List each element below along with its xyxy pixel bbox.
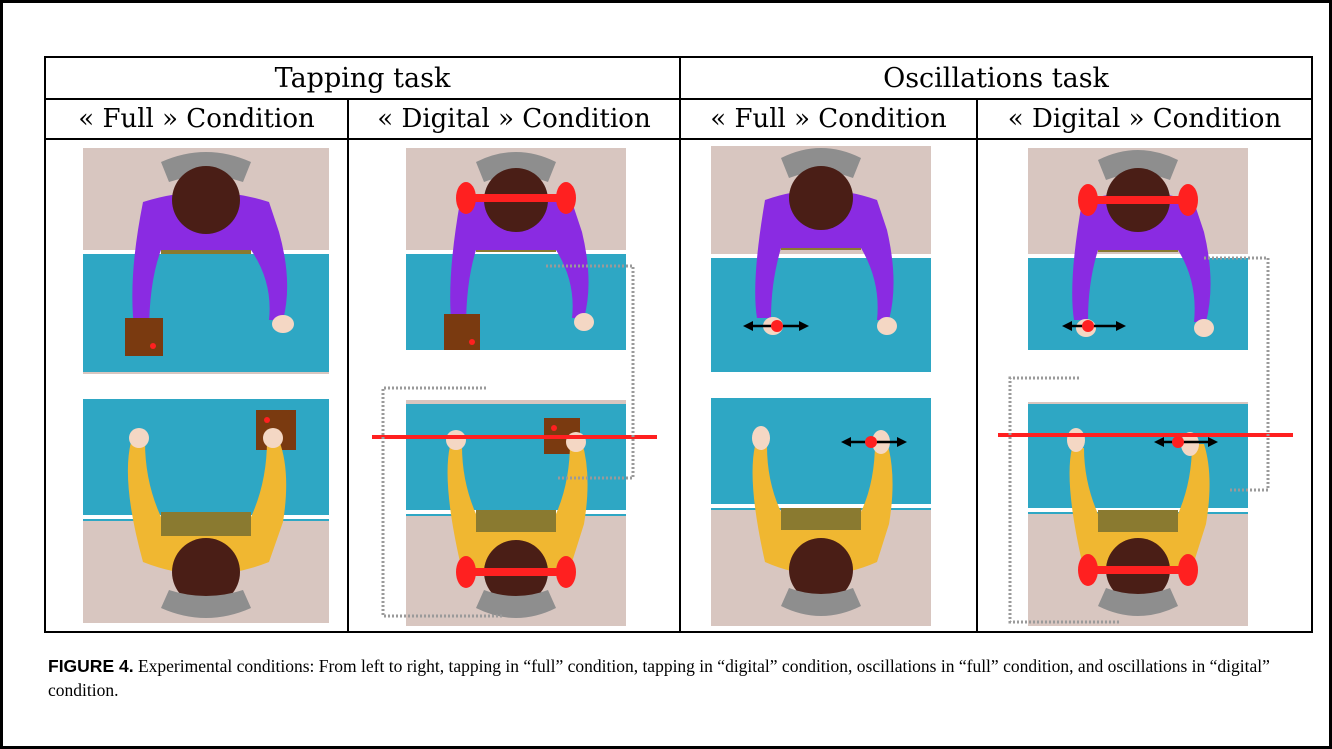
head-icon — [172, 538, 240, 606]
chair-icon — [476, 590, 556, 618]
desk-top — [711, 254, 931, 372]
desk-top — [1028, 254, 1248, 350]
hand-icon — [574, 313, 594, 331]
chair-icon — [781, 588, 861, 616]
desk-bottom — [711, 398, 931, 510]
chair-icon — [161, 590, 251, 618]
condition-header-oscillations-digital: « Digital » Condition — [1007, 104, 1282, 134]
task-header-tapping: Tapping task — [274, 62, 451, 94]
column-divider — [347, 100, 349, 631]
shirt — [755, 190, 894, 320]
panel-oscillations-digital — [998, 148, 1293, 626]
task-header-row: Tapping task Oscillations task — [46, 58, 1311, 100]
task-header-oscillations: Oscillations task — [883, 62, 1109, 94]
shirt — [752, 442, 893, 575]
hand-icon — [272, 315, 294, 333]
oscillation-arrow-icon — [1154, 436, 1218, 448]
target-dot-icon — [264, 417, 270, 423]
tablet-icon — [125, 318, 163, 356]
person-bottom — [127, 410, 296, 618]
shirt — [1069, 444, 1210, 575]
condition-header-tapping-full: « Full » Condition — [78, 104, 315, 134]
shirt — [132, 192, 288, 334]
figure-label: FIGURE 4. — [48, 656, 134, 676]
target-dot-icon — [469, 339, 475, 345]
desk-edge — [1028, 254, 1248, 258]
condition-header-tapping-digital: « Digital » Condition — [377, 104, 651, 134]
condition-header-row: « Full » Condition « Digital » Condition… — [46, 100, 1311, 140]
desk-bottom — [406, 404, 626, 516]
figure-caption-text: Experimental conditions: From left to ri… — [48, 656, 1270, 700]
target-dot-icon — [551, 425, 557, 431]
hand-icon — [1194, 319, 1214, 337]
headphones-icon — [456, 556, 576, 588]
hand-icon — [1067, 428, 1085, 452]
illustration-area — [46, 142, 1311, 631]
hand-icon — [129, 428, 149, 448]
chair-icon — [1098, 588, 1178, 616]
column-divider — [679, 58, 681, 631]
hand-icon — [752, 426, 770, 450]
separator-line — [372, 435, 657, 439]
shirt — [1072, 192, 1211, 322]
desk-top — [83, 250, 329, 372]
chair-icon — [781, 148, 861, 178]
oscillation-arrow-icon — [841, 436, 907, 448]
hand-icon — [263, 428, 283, 448]
head-icon — [172, 166, 240, 234]
connection-line — [1204, 256, 1270, 492]
chair-icon — [1098, 150, 1178, 180]
oscillation-arrow-icon — [743, 320, 809, 332]
condition-header-oscillations-full: « Full » Condition — [710, 104, 947, 134]
hand-icon — [877, 317, 897, 335]
headphones-icon — [1078, 554, 1198, 586]
shirt — [447, 442, 588, 575]
panel-tapping-digital — [372, 148, 657, 626]
person-top — [125, 152, 294, 356]
oscillation-arrow-icon — [1062, 320, 1126, 332]
figure-table: Tapping task Oscillations task « Full » … — [44, 56, 1313, 633]
connection-line — [546, 264, 635, 480]
desk-top — [406, 250, 626, 350]
head-icon — [789, 166, 853, 230]
desk-bottom — [1028, 404, 1248, 514]
desk-edge — [711, 254, 931, 258]
hand-icon — [1181, 432, 1199, 456]
hand-icon — [446, 430, 466, 450]
chair-icon — [476, 152, 556, 182]
panel-tapping-full — [83, 148, 329, 623]
desk-edge — [711, 504, 931, 508]
headphones-icon — [1078, 184, 1198, 216]
connection-line — [381, 386, 503, 618]
head-icon — [789, 538, 853, 602]
column-divider — [976, 100, 978, 631]
headphones-icon — [456, 182, 576, 214]
panel-oscillations-full — [711, 146, 931, 626]
tablet-icon — [444, 314, 480, 350]
figure-caption: FIGURE 4. Experimental conditions: From … — [48, 654, 1303, 702]
shirt — [127, 440, 287, 575]
shirt — [450, 192, 589, 328]
target-dot-icon — [150, 343, 156, 349]
separator-line — [998, 433, 1293, 437]
